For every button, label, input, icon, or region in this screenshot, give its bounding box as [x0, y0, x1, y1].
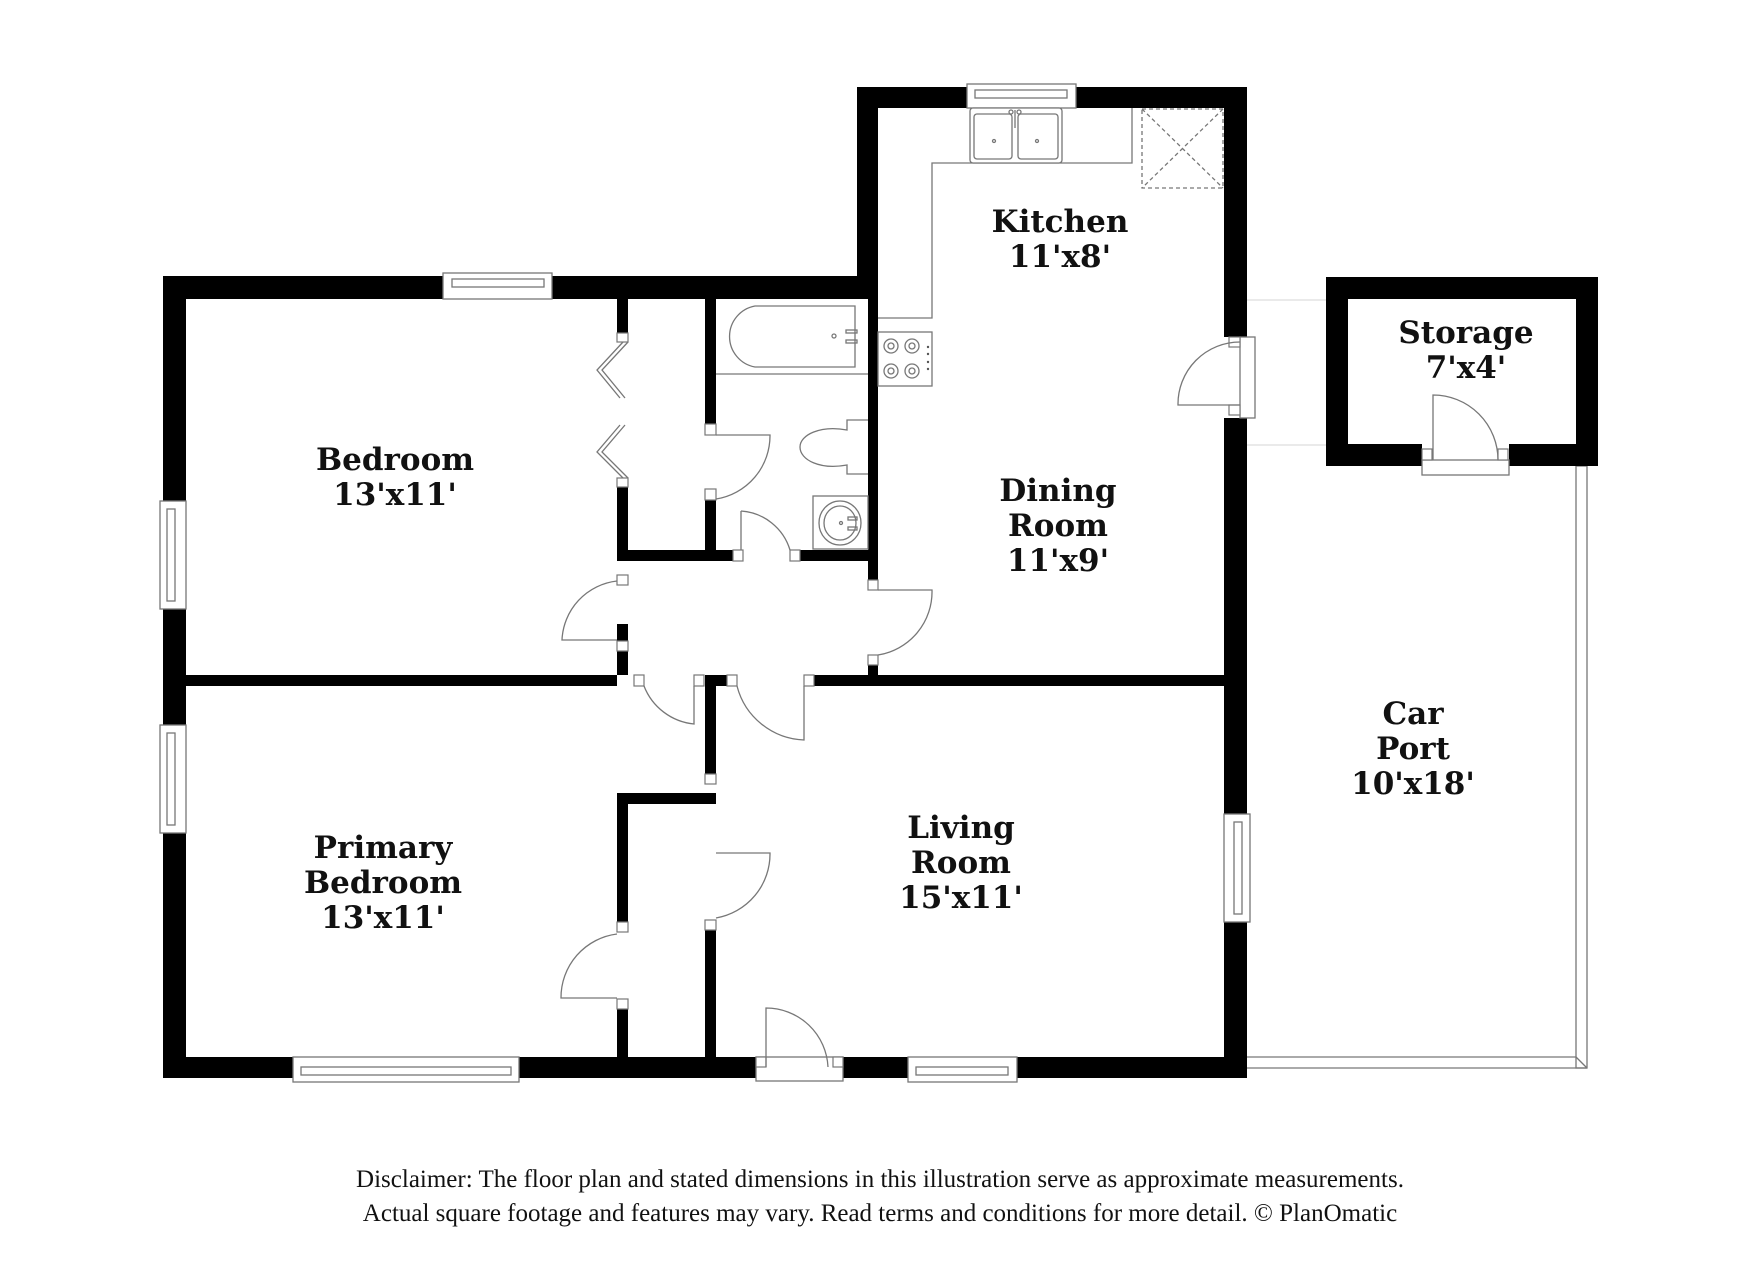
room-dimensions: 11'x9'	[1006, 543, 1110, 579]
window-primary-bottom	[292, 1056, 520, 1083]
room-dimensions: 13'x11'	[333, 477, 457, 513]
room-dimensions: 10'x18'	[1351, 766, 1475, 802]
disclaimer: Disclaimer: The floor plan and stated di…	[0, 1163, 1760, 1231]
room-label-living-room: Living Room 15'x11'	[899, 811, 1023, 916]
room-name-line1: Car	[1382, 696, 1444, 732]
door-storage	[1421, 394, 1510, 476]
room-name-line1: Primary	[313, 830, 453, 866]
room-label-storage: Storage 7'x4'	[1398, 316, 1533, 386]
stove-icon	[877, 331, 933, 387]
window-living-bottom	[907, 1056, 1018, 1083]
room-label-primary-bedroom: Primary Bedroom 13'x11'	[304, 831, 462, 936]
door-bathroom	[704, 423, 771, 501]
door-hall-closet	[732, 510, 801, 562]
bathroom-sink-icon	[812, 495, 869, 550]
windows	[159, 83, 1251, 1083]
room-label-dining-room: Dining Room 11'x9'	[999, 474, 1116, 579]
disclaimer-line-1: Disclaimer: The floor plan and stated di…	[356, 1166, 1404, 1193]
room-label-car-port: Car Port 10'x18'	[1351, 697, 1475, 802]
window-bedroom-left	[159, 500, 187, 610]
window-bedroom-top	[442, 272, 553, 300]
front-door	[755, 1007, 844, 1082]
room-name-line2: Room	[1008, 508, 1108, 544]
room-dimensions: 15'x11'	[899, 880, 1023, 916]
door-primary-closet	[560, 921, 629, 1010]
walls	[163, 87, 1598, 1078]
room-dimensions: 13'x11'	[321, 900, 445, 936]
fixtures	[716, 107, 1224, 550]
room-name: Kitchen	[991, 204, 1129, 240]
room-dimensions: 11'x8'	[1008, 239, 1112, 275]
room-name-line2: Room	[911, 845, 1011, 881]
doors	[560, 332, 1510, 1082]
bathtub-icon	[716, 305, 868, 375]
room-label-bedroom: Bedroom 13'x11'	[316, 443, 474, 513]
room-name-line2: Bedroom	[303, 865, 463, 901]
door-primary-bedroom	[633, 674, 705, 725]
toilet-icon	[799, 419, 868, 475]
kitchen-counter	[878, 108, 1133, 319]
window-kitchen-top	[966, 83, 1077, 109]
room-dimensions: 7'x4'	[1425, 350, 1507, 386]
door-living-room	[726, 674, 815, 741]
kitchen-sink-icon	[969, 107, 1063, 164]
door-living-closet	[704, 773, 771, 931]
carport-outline	[1246, 299, 1588, 1069]
window-living-right	[1223, 813, 1251, 923]
room-name-line1: Dining	[999, 473, 1117, 509]
bifold-closet-door	[596, 332, 629, 488]
room-name: Bedroom	[315, 442, 475, 478]
room-name-line1: Living	[907, 810, 1015, 846]
refrigerator-icon	[1141, 108, 1224, 189]
door-bedroom	[561, 574, 629, 652]
room-name: Storage	[1398, 315, 1534, 351]
room-name-line2: Port	[1376, 731, 1450, 767]
disclaimer-line-2: Actual square footage and features may v…	[362, 1200, 1398, 1227]
room-label-kitchen: Kitchen 11'x8'	[992, 205, 1129, 275]
door-kitchen-side	[1177, 336, 1256, 419]
door-dining	[867, 579, 933, 666]
window-primary-left	[159, 724, 187, 834]
